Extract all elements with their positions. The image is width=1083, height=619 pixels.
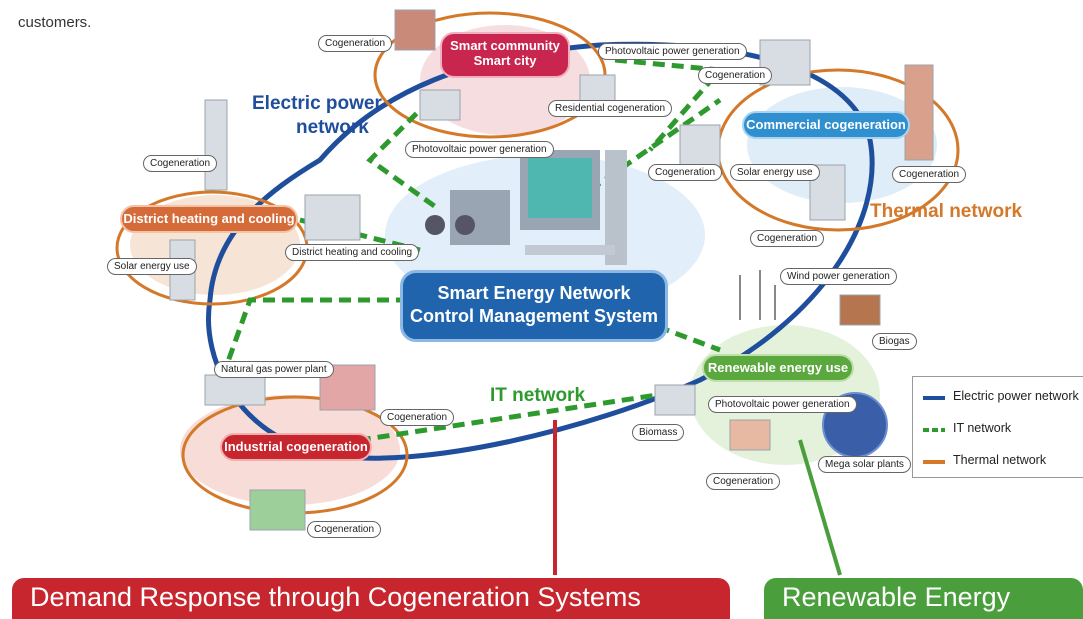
hub-smart-community: Smart community Smart city (440, 32, 570, 78)
tag-solar-energy-use: Solar energy use (107, 258, 197, 275)
hub-district-heating: District heating and cooling (120, 205, 298, 233)
hub-commercial-cogeneration: Commercial cogeneration (742, 111, 910, 139)
factory-green-icon (249, 489, 306, 531)
intro-text: customers. (18, 14, 92, 31)
pv-house-icon (729, 419, 771, 451)
tag-solar-energy-use: Solar energy use (730, 164, 820, 181)
tag-photovoltaic: Photovoltaic power generation (405, 141, 554, 158)
legend-swatch-electric (923, 396, 945, 400)
hub-smart-community-line2: Smart city (473, 53, 537, 68)
tag-natural-gas-plant: Natural gas power plant (214, 361, 334, 378)
electric-network-label-line2: network (296, 117, 369, 138)
hub-renewable-energy-use: Renewable energy use (702, 354, 854, 382)
tag-wind-power: Wind power generation (780, 268, 897, 285)
banner-renewable-energy: Renewable Energy (764, 578, 1083, 619)
tag-cogeneration: Cogeneration (706, 473, 781, 490)
tower-building-icon (204, 99, 228, 191)
electric-network-label-line1: Electric power (252, 93, 382, 114)
control-system-line2: Control Management System (409, 306, 659, 326)
hub-industrial-cogeneration: Industrial cogeneration (220, 433, 372, 461)
tag-cogeneration: Cogeneration (307, 521, 382, 538)
wind-turbines-icon (739, 270, 776, 320)
tag-residential-cogeneration: Residential cogeneration (548, 100, 673, 117)
tall-building-icon (904, 64, 934, 161)
tag-mega-solar: Mega solar plants (818, 456, 911, 473)
tag-cogeneration: Cogeneration (750, 230, 825, 247)
tag-cogeneration: Cogeneration (698, 67, 773, 84)
tag-photovoltaic: Photovoltaic power generation (598, 43, 747, 60)
district-plant-icon (304, 194, 361, 241)
gas-plant-icon (204, 374, 266, 406)
hub-smart-community-line1: Smart community (450, 38, 560, 53)
commercial-block-icon (679, 124, 721, 171)
legend: Electric power network IT network Therma… (912, 376, 1083, 478)
thermal-network-label: Thermal network (870, 201, 1023, 222)
legend-swatch-it (923, 428, 945, 432)
tag-cogeneration: Cogeneration (892, 166, 967, 183)
tag-biogas: Biogas (872, 333, 917, 350)
tag-cogeneration: Cogeneration (143, 155, 218, 172)
control-system-box: Smart Energy Network Control Management … (400, 270, 668, 342)
apartment-building-icon (394, 9, 436, 51)
pv-house-left-icon (419, 89, 461, 121)
control-system-icon (425, 150, 627, 265)
tag-biomass: Biomass (632, 424, 685, 441)
control-system-line1: Smart Energy Network (437, 283, 631, 303)
tag-photovoltaic: Photovoltaic power generation (708, 396, 857, 413)
tag-cogeneration: Cogeneration (318, 35, 393, 52)
tag-district-heating: District heating and cooling (285, 244, 420, 261)
legend-label-it: IT network (953, 421, 1012, 435)
biomass-house-icon (654, 384, 696, 416)
legend-label-electric: Electric power network (953, 389, 1079, 403)
renewable-connector (798, 439, 842, 576)
it-network-label: IT network (490, 385, 586, 406)
legend-swatch-thermal (923, 460, 945, 464)
tag-cogeneration: Cogeneration (648, 164, 723, 181)
biogas-barn-icon (839, 294, 881, 326)
legend-label-thermal: Thermal network (953, 453, 1047, 467)
banner-demand-response: Demand Response through Cogeneration Sys… (12, 578, 730, 619)
tag-cogeneration: Cogeneration (380, 409, 455, 426)
